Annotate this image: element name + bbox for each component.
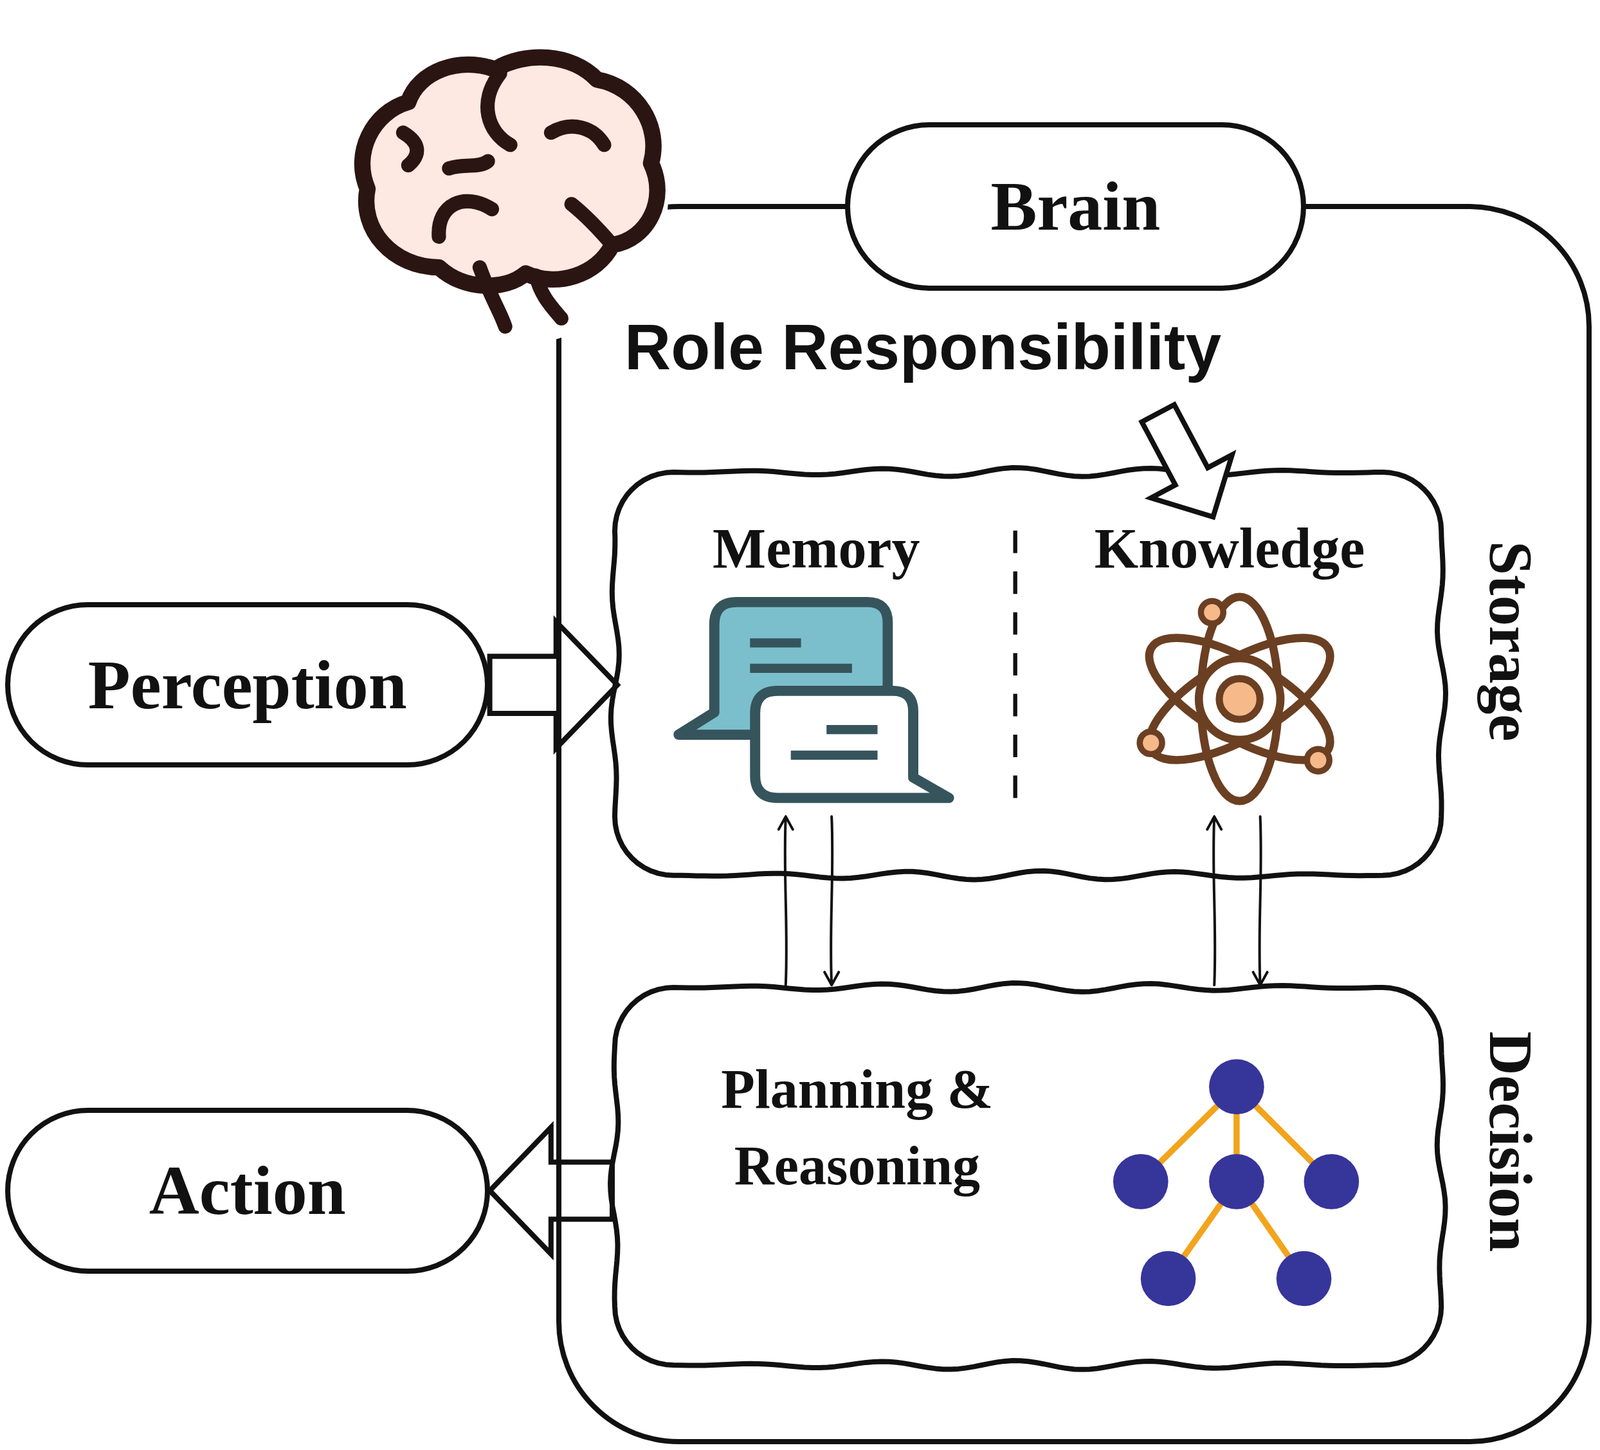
box-label: Planning & Reasoning	[709, 1050, 1006, 1204]
wavy-border	[610, 467, 1446, 880]
flow-arrow	[778, 816, 793, 985]
tree-dot	[1304, 1153, 1360, 1210]
region-label: Memory	[617, 520, 1016, 577]
block-arrow	[490, 621, 618, 748]
bubble-line	[790, 750, 878, 760]
brain-folds	[403, 73, 613, 327]
side-label: Decision	[1479, 1030, 1541, 1252]
nucleus	[1219, 678, 1260, 719]
electron	[1139, 731, 1163, 754]
tree-dot	[1276, 1250, 1332, 1307]
title-pill: Brain	[845, 122, 1307, 291]
wavy-border	[610, 982, 1446, 1370]
container-box: BrainStorageMemoryKnowledgePlanning & Re…	[556, 203, 1593, 1444]
tree-dot	[1113, 1153, 1169, 1210]
dashed-divider	[1013, 530, 1018, 811]
brain-icon	[342, 40, 669, 347]
bubble-line	[749, 637, 801, 647]
brain-backing	[342, 40, 669, 347]
orbit	[1131, 614, 1348, 784]
flow-arrow	[824, 816, 839, 985]
electron	[1306, 748, 1330, 772]
heading-label: Role Responsibility	[624, 308, 1222, 386]
bubble-line	[749, 663, 853, 673]
side-label: Storage	[1479, 540, 1541, 741]
node-label: Action	[10, 1112, 485, 1269]
electron	[1200, 600, 1224, 624]
flow-arrow	[1207, 816, 1222, 985]
node-label: Perception	[10, 607, 485, 763]
block-arrow	[490, 1127, 613, 1255]
nucleus-ring	[1198, 657, 1281, 740]
tree-branch	[1140, 1086, 1332, 1278]
tree-dot	[1209, 1058, 1265, 1114]
tree-dot	[1140, 1250, 1197, 1307]
chat-bubble	[754, 690, 949, 799]
flow-arrow	[1253, 816, 1268, 985]
atom-icon	[1131, 596, 1348, 801]
memory-icon	[678, 601, 949, 799]
output-pill: Action	[5, 1107, 491, 1274]
region-label: Knowledge	[1020, 520, 1440, 577]
tree-dot	[1209, 1153, 1265, 1210]
tree-icon	[1113, 1058, 1359, 1306]
pointer-arrow	[1117, 391, 1255, 539]
bubble-line	[826, 724, 878, 734]
input-pill: Perception	[5, 601, 491, 768]
orbit	[1131, 614, 1348, 784]
